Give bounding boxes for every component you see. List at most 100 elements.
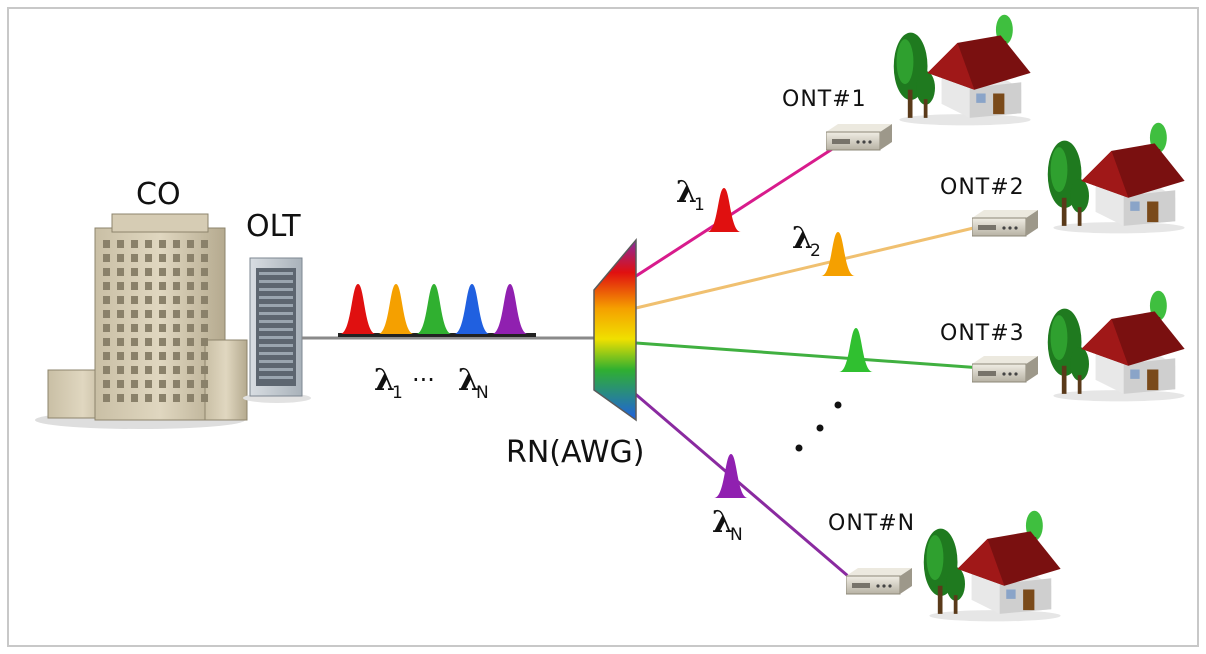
- co-window: [145, 324, 152, 332]
- lambda-2-sub: 2: [810, 241, 821, 261]
- lambda-n-symbol: λ: [712, 505, 733, 540]
- co-window: [201, 394, 208, 402]
- ont-n-device-icon: [846, 567, 912, 595]
- co-window: [187, 310, 194, 318]
- co-window: [131, 254, 138, 262]
- wavelength-pulse-1: [340, 284, 376, 334]
- co-window: [201, 338, 208, 346]
- wavelength-pulse-4: [454, 284, 490, 334]
- co-window: [201, 240, 208, 248]
- lambda-range-start: λ: [374, 363, 395, 398]
- co-window: [145, 254, 152, 262]
- co-window: [103, 254, 110, 262]
- co-window: [145, 282, 152, 290]
- co-window: [173, 366, 180, 374]
- central-office-building-icon: [35, 213, 248, 429]
- co-window: [131, 240, 138, 248]
- co-window: [173, 394, 180, 402]
- rn-awg-label: RN(AWG): [506, 435, 645, 470]
- co-window: [103, 296, 110, 304]
- branch-fiber-1: [632, 142, 841, 280]
- co-window: [187, 268, 194, 276]
- wavelength-baseline: [338, 333, 536, 337]
- co-window: [201, 310, 208, 318]
- co-window: [145, 352, 152, 360]
- co-window: [103, 338, 110, 346]
- co-window: [117, 296, 124, 304]
- co-window: [173, 268, 180, 276]
- lambda-n-sub: N: [730, 525, 743, 545]
- co-window: [145, 380, 152, 388]
- olt-slot: [259, 320, 293, 323]
- co-window: [103, 268, 110, 276]
- branch-pulse-3: [839, 328, 873, 372]
- co-window: [131, 268, 138, 276]
- co-window: [159, 310, 166, 318]
- lambda-2-symbol: λ: [792, 221, 813, 256]
- co-window: [187, 366, 194, 374]
- co-window: [173, 310, 180, 318]
- lambda-n-label: λ N: [712, 505, 743, 545]
- co-window: [159, 380, 166, 388]
- wavelength-pulse-5: [492, 284, 528, 334]
- co-window: [159, 324, 166, 332]
- co-window: [117, 380, 124, 388]
- co-window: [103, 282, 110, 290]
- co-window: [201, 282, 208, 290]
- ont-2-label: ONT#2: [940, 175, 1025, 200]
- branch-pulses: [707, 188, 873, 498]
- co-window: [131, 366, 138, 374]
- co-label: CO: [136, 177, 181, 212]
- co-window: [187, 240, 194, 248]
- ont-1-device-icon: [826, 123, 892, 151]
- co-window: [145, 268, 152, 276]
- wavelength-pulse-3: [416, 284, 452, 334]
- olt-slot: [259, 304, 293, 307]
- ont-n-label: ONT#N: [828, 511, 915, 536]
- co-window: [201, 380, 208, 388]
- co-window: [201, 352, 208, 360]
- olt-slot: [259, 352, 293, 355]
- co-window: [159, 296, 166, 304]
- lambda-range-end: λ: [458, 363, 479, 398]
- co-window: [117, 268, 124, 276]
- olt-slot: [259, 280, 293, 283]
- co-window: [131, 380, 138, 388]
- co-window: [103, 240, 110, 248]
- co-window: [201, 324, 208, 332]
- olt-slot: [259, 360, 293, 363]
- co-window: [145, 338, 152, 346]
- co-window: [187, 380, 194, 388]
- co-window: [173, 296, 180, 304]
- co-window: [131, 296, 138, 304]
- co-window: [117, 324, 124, 332]
- olt-label: OLT: [246, 209, 301, 244]
- branch-pulse-2: [821, 232, 855, 276]
- co-window: [131, 310, 138, 318]
- olt-slot: [259, 328, 293, 331]
- co-window: [145, 366, 152, 374]
- co-window: [173, 352, 180, 360]
- lambda-1-label: λ 1: [676, 175, 705, 215]
- co-window: [103, 394, 110, 402]
- co-window: [117, 240, 124, 248]
- wavelength-pulse-2: [378, 284, 414, 334]
- olt-slot: [259, 312, 293, 315]
- co-window: [159, 240, 166, 248]
- branch-fiber-2: [635, 224, 983, 310]
- co-window: [131, 352, 138, 360]
- co-window: [187, 394, 194, 402]
- branch-fiber-3: [635, 341, 983, 370]
- co-window: [103, 380, 110, 388]
- co-window: [117, 394, 124, 402]
- co-window: [173, 324, 180, 332]
- co-window: [159, 352, 166, 360]
- co-window: [173, 240, 180, 248]
- co-window: [187, 352, 194, 360]
- branch-pulse-1: [707, 188, 741, 232]
- co-window: [145, 296, 152, 304]
- co-window: [103, 352, 110, 360]
- co-window: [173, 380, 180, 388]
